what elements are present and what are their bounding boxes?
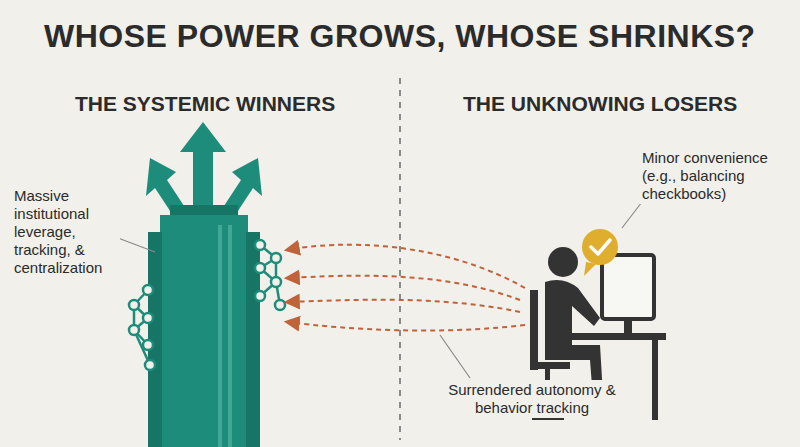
- column-heading: THE UNKNOWING LOSERS: [463, 92, 737, 116]
- leader-lines: [118, 198, 645, 378]
- column-heading: THE SYSTEMIC WINNERS: [75, 92, 335, 116]
- callout-label: Minor convenience (e.g., balancing check…: [640, 148, 796, 204]
- divider-line: [399, 78, 401, 440]
- network-nodes: [129, 240, 285, 370]
- callout-label: Surrendered autonomy & behavior tracking: [440, 380, 624, 418]
- tower: [148, 205, 260, 447]
- flow-arrows: [287, 245, 525, 331]
- growth-arrows: [146, 122, 262, 220]
- callout-label: Massive institutional leverage, tracking…: [12, 186, 120, 278]
- diagram-title: WHOSE POWER GROWS, WHOSE SHRINKS?: [44, 18, 756, 55]
- check-bubble: [582, 229, 618, 276]
